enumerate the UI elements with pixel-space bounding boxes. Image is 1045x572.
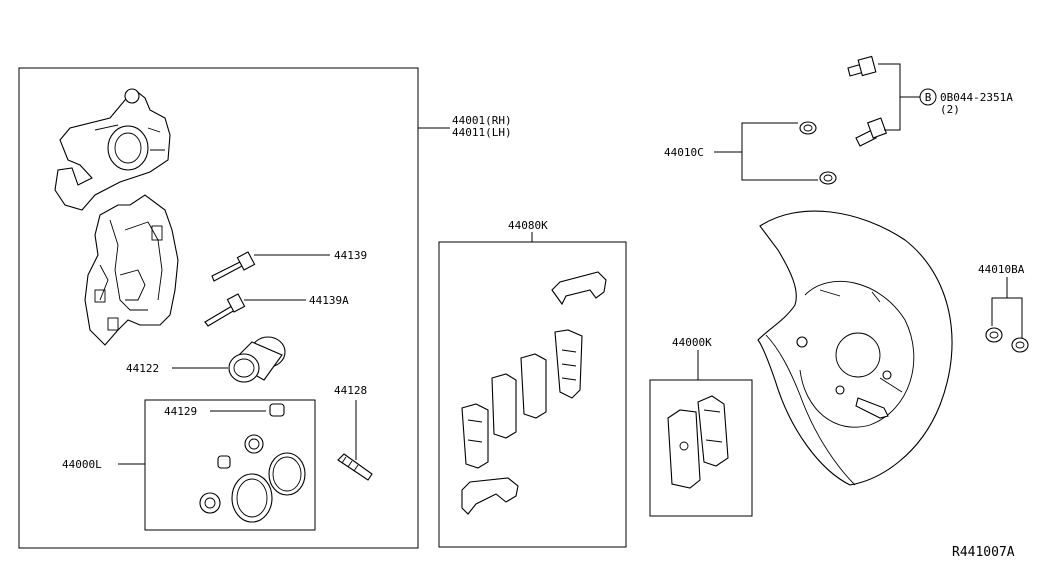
nuts-drawing <box>985 327 1029 353</box>
label-44011-lh: 44011(LH) <box>452 126 512 139</box>
label-44139a: 44139A <box>309 294 349 307</box>
brake-pads-drawing <box>667 395 729 489</box>
hardware-kit-frame <box>438 241 627 548</box>
bleeder-44128-drawing <box>337 453 373 481</box>
washers-drawing <box>799 121 837 185</box>
pad-kit-frame <box>649 379 753 517</box>
seal-kit-frame <box>144 399 316 531</box>
label-44139: 44139 <box>334 249 367 262</box>
caliper-assembly-frame <box>18 67 419 549</box>
label-44128: 44128 <box>334 384 367 397</box>
label-44122: 44122 <box>126 362 159 375</box>
label-44000k: 44000K <box>672 336 712 349</box>
label-bolt-code: 0B044-2351A <box>940 91 1013 104</box>
bolt-circle-letter: B <box>925 91 932 104</box>
pin-bolt-44139a-drawing <box>204 293 246 327</box>
pin-bolt-44139-drawing <box>211 251 256 282</box>
bolt-circle-marker <box>919 88 937 106</box>
label-44129: 44129 <box>164 405 197 418</box>
seal-kit-parts-drawing <box>199 403 306 523</box>
piston-44122-drawing <box>228 336 286 383</box>
label-bolt-qty: (2) <box>940 103 960 116</box>
diagram-id: R441007A <box>952 545 1015 560</box>
backing-plate-drawing <box>757 210 953 486</box>
label-44080k: 44080K <box>508 219 548 232</box>
caliper-body-drawing <box>54 88 179 346</box>
leader-nut-bracket <box>991 297 1023 340</box>
hardware-kit-parts-drawing <box>461 271 607 515</box>
label-44001-rh: 44001(RH) <box>452 114 512 127</box>
label-44000l: 44000L <box>62 458 102 471</box>
mounting-bolts-drawing <box>847 55 888 147</box>
label-44010ba: 44010BA <box>978 263 1025 276</box>
label-44010c: 44010C <box>664 146 704 159</box>
